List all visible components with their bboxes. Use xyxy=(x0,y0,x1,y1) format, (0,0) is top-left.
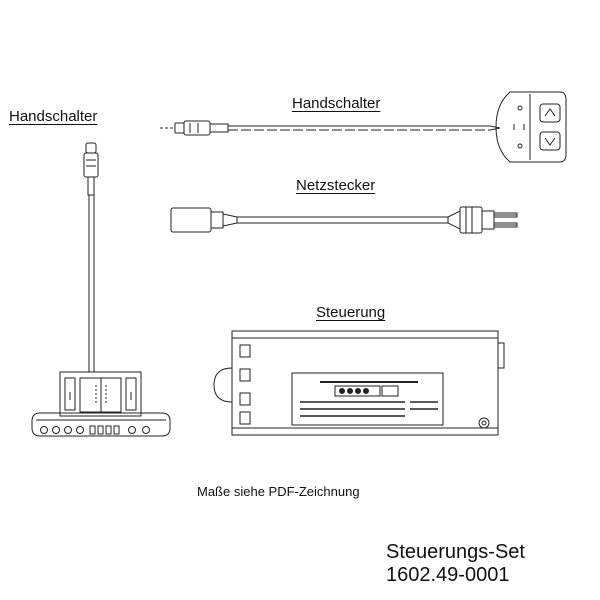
title-line-1: Steuerungs-Set xyxy=(386,541,525,563)
button-icon xyxy=(97,425,104,435)
socket-icon xyxy=(239,368,251,382)
switch-base xyxy=(31,412,171,437)
netzstecker-drawing xyxy=(170,206,518,234)
title-block: Steuerungs-Set 1602.49-0001 xyxy=(386,541,525,587)
title-line-2: 1602.49-0001 xyxy=(386,564,510,586)
indicator-icon xyxy=(517,143,523,149)
plug-tip xyxy=(174,122,185,134)
button-icon xyxy=(128,426,136,434)
side-port xyxy=(497,342,505,369)
handschalter-horizontal-drawing xyxy=(160,91,567,163)
up-button-icon xyxy=(539,103,561,123)
label-plate xyxy=(291,372,444,426)
down-button-icon xyxy=(539,131,561,151)
arrow-up-icon xyxy=(544,108,556,117)
mount-bulge xyxy=(213,367,233,403)
plug-body xyxy=(83,152,99,178)
button-icon xyxy=(64,426,72,434)
switch-housing xyxy=(59,371,142,417)
screw-icon xyxy=(478,417,490,429)
dimensions-note: Maße siehe PDF-Zeichnung xyxy=(197,484,360,499)
button-icon xyxy=(76,426,84,434)
plug-strain-relief xyxy=(209,123,229,133)
handschalter-vertical-drawing xyxy=(31,142,171,437)
plug-tip xyxy=(85,142,97,154)
label-handschalter-top: Handschalter xyxy=(292,95,381,112)
socket-icon xyxy=(239,392,251,406)
button-icon xyxy=(113,425,120,435)
steuerung-drawing xyxy=(213,330,505,436)
plug-body xyxy=(183,120,211,136)
plug-strain-relief xyxy=(87,176,95,196)
button-icon xyxy=(142,426,150,434)
button-icon xyxy=(52,426,60,434)
control-box xyxy=(231,330,499,436)
mains-plug xyxy=(459,206,483,234)
switch-head xyxy=(495,91,567,163)
label-handschalter-left: Handschalter xyxy=(9,108,98,125)
arrow-down-icon xyxy=(544,137,556,146)
label-netzstecker: Netzstecker xyxy=(296,177,376,194)
socket-icon xyxy=(239,344,251,358)
device-connector xyxy=(170,207,212,233)
button-icon xyxy=(89,425,96,435)
button-icon xyxy=(40,426,48,434)
socket-icon xyxy=(239,411,251,425)
button-icon xyxy=(105,425,112,435)
indicator-icon xyxy=(517,105,523,111)
label-steuerung: Steuerung xyxy=(316,304,386,321)
